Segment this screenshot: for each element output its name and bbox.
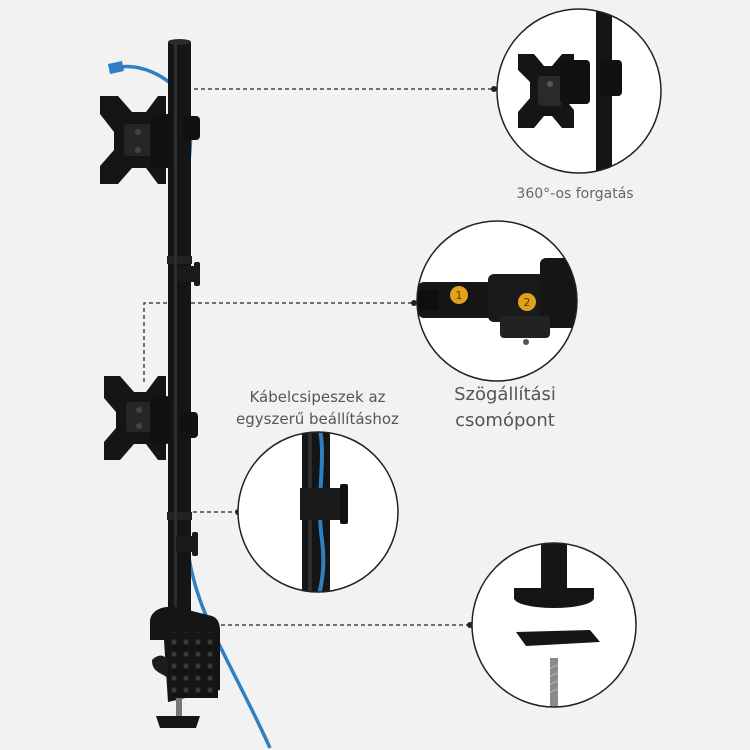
label-angle-joint: Szögállítási csomópont [430,382,580,434]
vesa-plate-lower [104,376,198,460]
vesa-plate-upper [100,96,200,184]
desk-clamp [150,606,220,728]
pole-cable-clip-1 [178,262,200,286]
detail-clamp-base [471,542,637,708]
label-angle-joint-line2: csomópont [455,410,555,431]
detail-cable-clip [237,431,399,593]
label-cable-clips-line1: Kábelcsipeszek az [249,388,386,406]
label-rotation-text: 360°-os forgatás [516,186,634,202]
angle-marker-1-label: 1 [456,289,463,302]
connector-angle [143,302,414,382]
label-angle-joint-line1: Szögállítási [454,384,556,405]
pole [167,39,192,640]
pole-cable-clip-2 [176,532,198,556]
detail-rotation [496,8,662,174]
label-cable-clips-line2: egyszerű beállításhoz [236,410,399,428]
label-rotation: 360°-os forgatás [500,186,650,202]
label-cable-clips: Kábelcsipeszek az egyszerű beállításhoz [205,386,430,430]
cable-plug [108,61,124,74]
angle-marker-2-label: 2 [524,296,531,309]
angle-marker-1 [450,286,468,304]
angle-marker-2 [518,293,536,311]
connector-lines [143,88,494,626]
detail-angle-joint: 1 2 [416,220,578,382]
